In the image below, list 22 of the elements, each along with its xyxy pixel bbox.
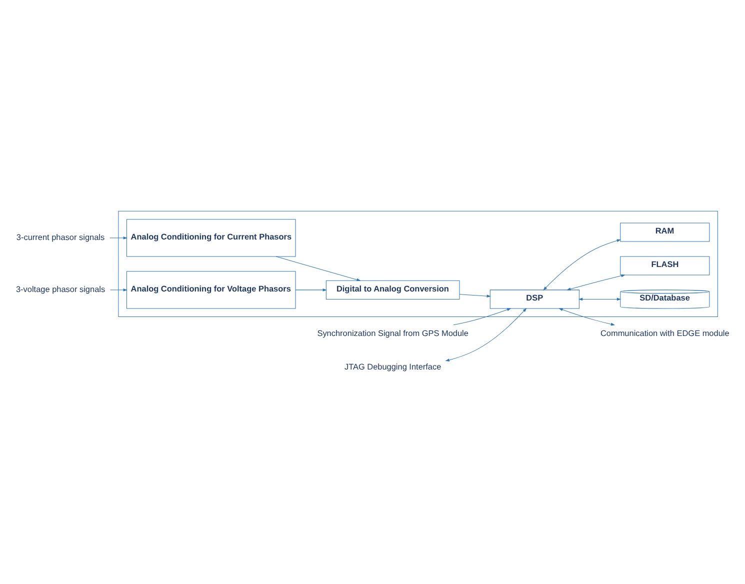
- arrow: [295, 288, 327, 292]
- arrow: [445, 308, 527, 362]
- arrow: [558, 308, 616, 326]
- node-box: FLASH: [620, 256, 710, 276]
- node-box: Analog Conditioning for Voltage Phasors: [126, 271, 296, 309]
- arrow: [459, 294, 491, 298]
- node-box: RAM: [620, 222, 710, 242]
- arrow: [110, 236, 128, 240]
- arrow: [566, 274, 626, 290]
- arrow: [453, 308, 512, 326]
- node-text: 3-current phasor signals: [16, 232, 105, 242]
- node-text: 3-voltage phasor signals: [16, 284, 106, 294]
- node-text: Synchronization Signal from GPS Module: [317, 329, 468, 338]
- node-text: JTAG Debugging Interface: [344, 362, 442, 372]
- node-box: DSP: [490, 290, 580, 309]
- node-box: Analog Conditioning for Current Phasors: [126, 219, 296, 257]
- arrow: [110, 288, 128, 292]
- cluster: [118, 210, 718, 317]
- node-text: Communication with EDGE module: [600, 329, 730, 338]
- arrow: [578, 298, 622, 301]
- node-box: Digital to Analog Conversion: [326, 280, 460, 300]
- arrow: [543, 239, 621, 290]
